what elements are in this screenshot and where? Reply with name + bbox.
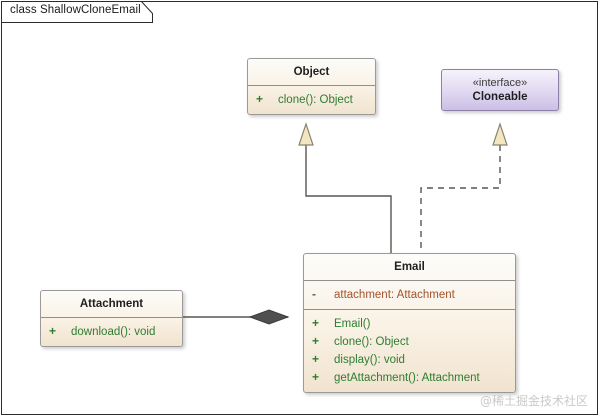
class-separator <box>304 309 515 310</box>
class-separator <box>304 280 515 281</box>
class-box-attachment[interactable]: Attachment + download(): void <box>40 290 183 347</box>
method-signature: clone(): Object <box>334 336 409 348</box>
stereotype-label: «interface» <box>472 77 528 89</box>
hollow-triangle-arrowhead <box>492 122 508 146</box>
class-members-object: + clone(): Object <box>248 86 375 114</box>
member-signature: download(): void <box>71 326 156 338</box>
attribute-row: - attachment: Attachment <box>304 286 515 304</box>
method-row: + getAttachment(): Attachment <box>304 369 515 387</box>
class-separator <box>41 317 182 318</box>
relation-composition-email-attachment <box>183 309 290 325</box>
relation-generalization-email-object <box>298 122 392 253</box>
method-row: + display(): void <box>304 351 515 369</box>
frame-tab-shape <box>1 1 153 23</box>
method-signature: Email() <box>334 318 371 330</box>
class-name-object: Object <box>293 66 330 78</box>
relation-realization-email-cloneable <box>420 122 508 253</box>
class-box-email[interactable]: Email - attachment: Attachment + Email()… <box>303 253 516 393</box>
method-row: + Email() <box>304 315 515 333</box>
member-row: + download(): void <box>41 323 182 341</box>
hollow-triangle-arrowhead <box>298 122 314 146</box>
class-name-cloneable: Cloneable <box>472 91 528 103</box>
watermark-text: @稀土掘金技术社区 <box>479 394 588 408</box>
class-name-attachment: Attachment <box>79 298 144 310</box>
visibility-marker: + <box>312 316 320 330</box>
attribute-signature: attachment: Attachment <box>334 289 455 301</box>
visibility-marker: - <box>312 287 316 301</box>
class-box-object[interactable]: Object + clone(): Object <box>247 58 376 115</box>
member-signature: clone(): Object <box>278 94 353 106</box>
class-attributes-email: - attachment: Attachment <box>304 281 515 309</box>
class-members-attachment: + download(): void <box>41 318 182 346</box>
method-row: + clone(): Object <box>304 333 515 351</box>
filled-diamond-arrowhead <box>248 309 290 325</box>
class-methods-email: + Email() + clone(): Object + display():… <box>304 310 515 392</box>
frame-title-label: class ShallowCloneEmail <box>10 4 141 16</box>
class-name-email: Email <box>394 261 425 273</box>
class-box-cloneable[interactable]: «interface» Cloneable <box>441 69 559 111</box>
method-signature: getAttachment(): Attachment <box>334 372 480 384</box>
visibility-marker: + <box>312 352 320 366</box>
interface-title-cloneable: «interface» Cloneable <box>442 70 558 110</box>
visibility-marker: + <box>312 370 320 384</box>
frame-title-tab: class ShallowCloneEmail <box>1 1 153 23</box>
visibility-marker: + <box>256 92 264 106</box>
visibility-marker: + <box>312 334 320 348</box>
class-separator <box>248 85 375 86</box>
method-signature: display(): void <box>334 354 405 366</box>
member-row: + clone(): Object <box>248 91 375 109</box>
visibility-marker: + <box>49 324 57 338</box>
